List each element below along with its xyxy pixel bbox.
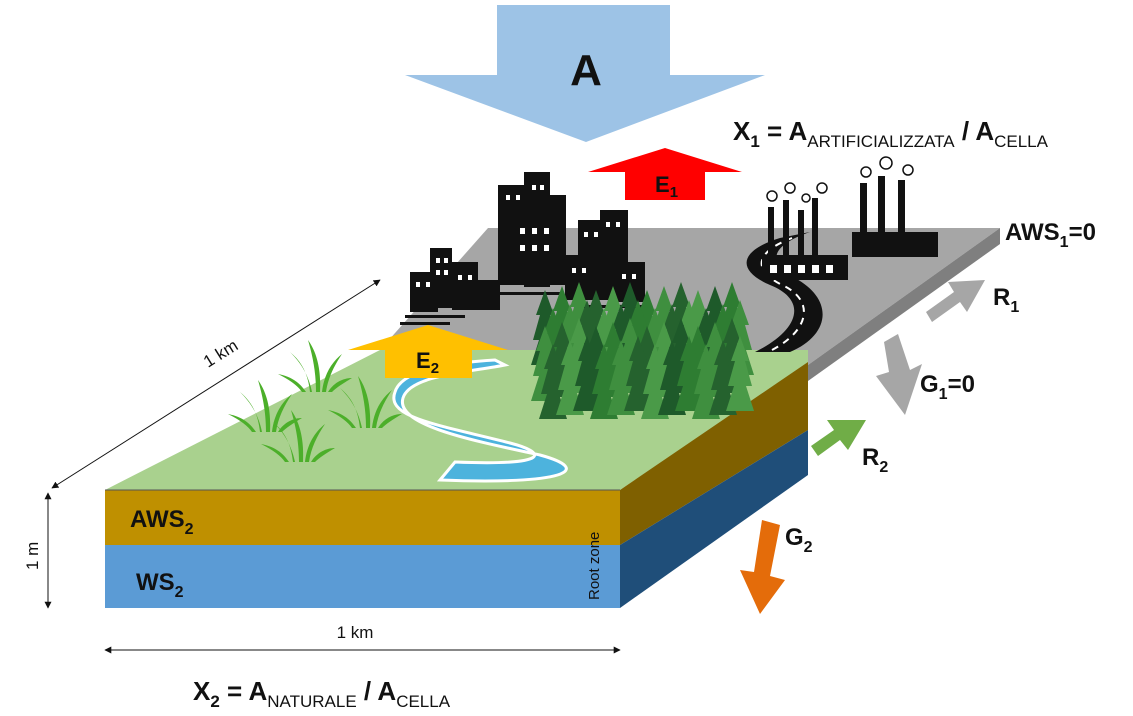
bottom-dimension-label: 1 km	[337, 623, 374, 642]
g2-sub: 2	[804, 539, 813, 556]
aws1-label: AWS	[1005, 219, 1060, 246]
root-zone-label: Root zone	[586, 532, 603, 600]
e2-sub: 2	[431, 360, 439, 377]
svg-text:R1: R1	[993, 284, 1019, 316]
side-dimension-label: 1 m	[23, 542, 42, 570]
evaporation-urban-arrow	[588, 148, 742, 200]
ws-layer	[105, 545, 620, 608]
precipitation-arrow	[405, 5, 765, 142]
e1-label: E	[655, 172, 670, 197]
g1-tail: =0	[948, 371, 975, 398]
aws-side-face	[620, 362, 808, 545]
city-icon	[400, 172, 650, 325]
ws2-label: WS	[136, 569, 175, 596]
ws-side-face	[620, 430, 808, 608]
svg-text:E1: E1	[655, 172, 678, 201]
svg-text:AWS2: AWS2	[130, 506, 194, 538]
aws2-label: AWS	[130, 506, 185, 533]
forest-icon	[531, 282, 754, 419]
urban-side	[808, 228, 1000, 381]
aws-layer	[105, 490, 620, 545]
runoff-natural-arrow	[811, 420, 866, 456]
g1-sub: 1	[939, 386, 948, 403]
svg-text:R2: R2	[862, 444, 888, 476]
r1-label: R	[993, 284, 1010, 311]
groundwater-urban-arrow	[876, 334, 922, 415]
aws2-sub: 2	[185, 521, 194, 538]
svg-text:WS2: WS2	[136, 569, 184, 601]
aws1-sub: 1	[1060, 234, 1069, 251]
ws2-sub: 2	[175, 584, 184, 601]
r2-label: R	[862, 444, 879, 471]
svg-text:G1=0: G1=0	[920, 371, 975, 403]
evaporation-natural-arrow	[348, 325, 508, 378]
top-dimension-label: 1 km	[200, 336, 241, 372]
groundwater-natural-arrow	[740, 520, 785, 614]
g1-label: G	[920, 371, 939, 398]
formula-x2: X2 = ANATURALE / ACELLA	[193, 676, 451, 711]
top-dimension-line	[51, 279, 381, 489]
precipitation-label: A	[570, 46, 602, 95]
formula-x1: X1 = AARTIFICIALIZZATA / ACELLA	[733, 116, 1049, 151]
r2-sub: 2	[879, 459, 888, 476]
factory-icon	[762, 156, 938, 280]
river	[392, 358, 568, 483]
r1-sub: 1	[1010, 299, 1019, 316]
aws1-tail: =0	[1069, 219, 1096, 246]
e1-sub: 1	[670, 184, 678, 201]
e2-label: E	[416, 348, 431, 373]
svg-text:G2: G2	[785, 524, 813, 556]
svg-text:E2: E2	[416, 348, 439, 377]
svg-text:AWS1=0: AWS1=0	[1005, 219, 1096, 251]
g2-label: G	[785, 524, 804, 551]
runoff-urban-arrow	[926, 280, 985, 322]
